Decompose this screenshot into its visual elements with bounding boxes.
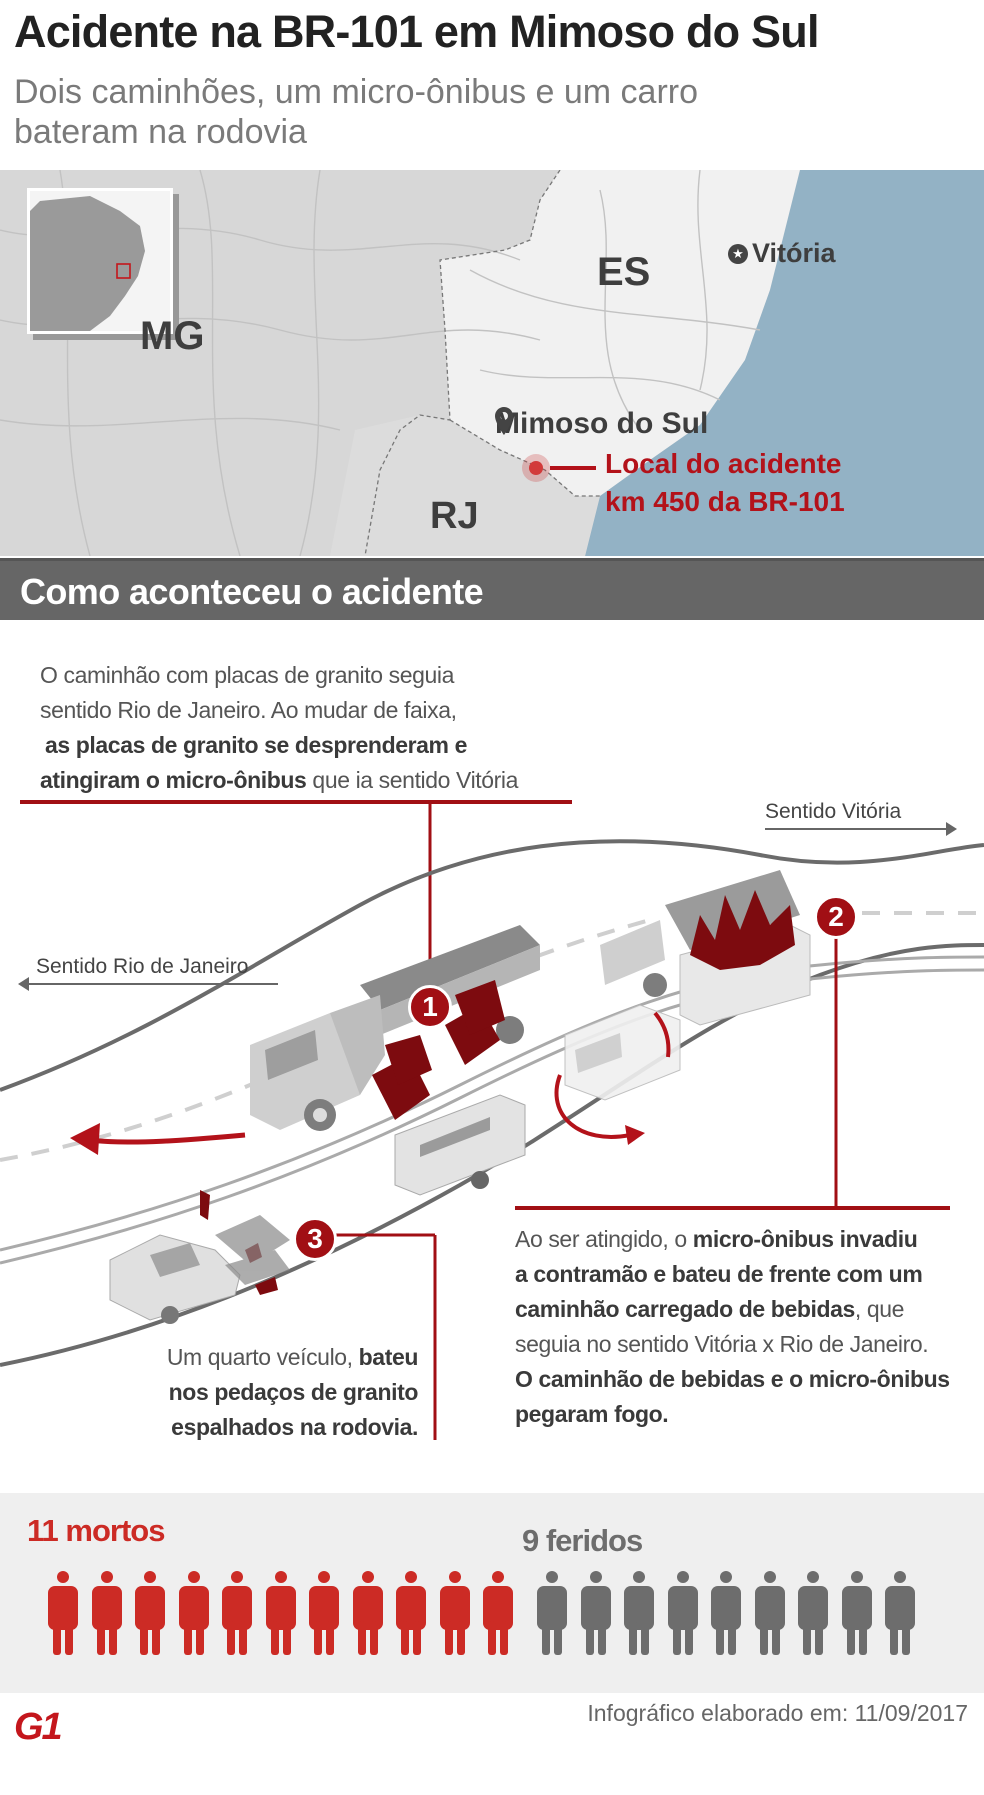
person-dead-icon xyxy=(47,1571,79,1655)
step2-text: seguia no sentido Vitória x Rio de Janei… xyxy=(515,1331,929,1357)
person-injured-icon xyxy=(797,1571,829,1655)
state-label-mg: MG xyxy=(140,314,205,358)
step3-text-bold: espalhados na rodovia. xyxy=(171,1414,418,1440)
direction-vitoria: Sentido Vitória xyxy=(765,800,957,836)
step3-text-bold: bateu xyxy=(358,1344,419,1370)
person-injured-icon xyxy=(710,1571,742,1655)
state-label-rj: RJ xyxy=(430,495,479,537)
person-injured-icon xyxy=(841,1571,873,1655)
person-dead-icon xyxy=(395,1571,427,1655)
step1-line-bold: as placas de granito se desprenderam e xyxy=(45,732,467,758)
step2-text: , que xyxy=(854,1296,905,1322)
step3-text: Um quarto veículo, xyxy=(166,1344,359,1370)
step3-badge: 3 xyxy=(293,1217,337,1261)
step3-description: Um quarto veículo, bateu nos pedaços de … xyxy=(100,1340,419,1445)
micro-bus-turning-illustration xyxy=(564,1004,681,1101)
city-marker: Mimoso do Sul xyxy=(495,407,708,441)
person-injured-icon xyxy=(884,1571,916,1655)
step2-text-bold: a contramão e bateu de frente com um xyxy=(515,1261,923,1287)
location-map: MG ES RJ ★ Vitória Mimoso do Sul Local d… xyxy=(0,170,984,556)
city-label: Mimoso do Sul xyxy=(495,407,709,440)
person-dead-icon xyxy=(178,1571,210,1655)
person-injured-icon xyxy=(580,1571,612,1655)
arrow-right-icon xyxy=(765,822,957,836)
person-dead-icon xyxy=(91,1571,123,1655)
fire-illustration xyxy=(690,890,795,970)
car-illustration xyxy=(109,1234,241,1324)
person-dead-icon xyxy=(439,1571,471,1655)
person-injured-icon xyxy=(623,1571,655,1655)
section-header: Como aconteceu o acidente xyxy=(0,558,984,620)
capital-marker: ★ Vitória xyxy=(728,238,836,269)
page-title: Acidente na BR-101 em Mimoso do Sul xyxy=(14,6,819,57)
region-highlight xyxy=(116,263,131,279)
section-title: Como aconteceu o acidente xyxy=(20,571,484,612)
injured-label: 9 feridos xyxy=(522,1523,643,1558)
granite-plates-illustration xyxy=(372,980,505,1120)
person-injured-icon xyxy=(667,1571,699,1655)
person-injured-icon xyxy=(536,1571,568,1655)
step2-text-bold: O caminhão de bebidas e o micro-ônibus xyxy=(515,1366,950,1392)
brazil-inset-map xyxy=(27,188,173,334)
deaths-label: 11 mortos xyxy=(27,1513,165,1548)
person-dead-icon xyxy=(352,1571,384,1655)
person-dead-icon xyxy=(482,1571,514,1655)
step2-text: Ao ser atingido, o xyxy=(515,1226,693,1252)
person-injured-icon xyxy=(754,1571,786,1655)
person-dead-icon xyxy=(134,1571,166,1655)
subtitle-line-2: bateram na rodovia xyxy=(14,113,307,151)
step2-badge: 2 xyxy=(814,895,858,939)
subtitle-line-1: Dois caminhões, um micro-ônibus e um car… xyxy=(14,73,699,111)
credit-text: Infográfico elaborado em: 11/09/2017 xyxy=(587,1700,968,1726)
brazil-outline-icon xyxy=(30,196,145,331)
person-dead-icon xyxy=(221,1571,253,1655)
step1-line: sentido Rio de Janeiro. Ao mudar de faix… xyxy=(40,697,457,723)
map-background xyxy=(0,170,984,556)
accident-label: Local do acidente xyxy=(605,448,842,479)
red-dot-marker-icon xyxy=(522,454,550,482)
star-circle-icon: ★ xyxy=(728,243,748,264)
person-dead-icon xyxy=(265,1571,297,1655)
direction-vitoria-label: Sentido Vitória xyxy=(765,800,902,823)
accident-connector-line xyxy=(550,466,596,470)
step1-line-bold: atingiram o micro-ônibus xyxy=(40,767,307,793)
page-subtitle: Dois caminhões, um micro-ônibus e um car… xyxy=(14,72,914,152)
direction-rio-label: Sentido Rio de Janeiro xyxy=(36,955,249,978)
arrow-left-icon xyxy=(18,977,278,991)
state-label-es: ES xyxy=(597,250,651,294)
step2-text-bold: caminhão carregado de bebidas xyxy=(515,1296,855,1322)
direction-rio: Sentido Rio de Janeiro xyxy=(18,955,278,991)
step3-text-bold: nos pedaços de granito xyxy=(168,1379,419,1405)
casualties-panel: 11 mortos 9 feridos xyxy=(0,1493,984,1693)
step1-line: O caminhão com placas de granito seguia xyxy=(40,662,454,688)
step2-text-bold: micro-ônibus invadiu xyxy=(692,1226,918,1252)
g1-logo: G1 xyxy=(14,1706,63,1748)
map-pin-icon xyxy=(495,407,513,435)
step2-description: Ao ser atingido, o micro-ônibus invadiu … xyxy=(515,1222,975,1432)
step1-line: que ia sentido Vitória xyxy=(306,767,519,793)
person-dead-icon xyxy=(308,1571,340,1655)
accident-km-label: km 450 da BR-101 xyxy=(605,486,845,517)
step1-badge: 1 xyxy=(408,985,452,1029)
step2-text-bold: pegaram fogo. xyxy=(515,1401,669,1427)
capital-label: Vitória xyxy=(752,238,836,268)
step1-description: O caminhão com placas de granito seguia … xyxy=(40,658,580,798)
micro-bus-illustration xyxy=(394,1094,526,1196)
